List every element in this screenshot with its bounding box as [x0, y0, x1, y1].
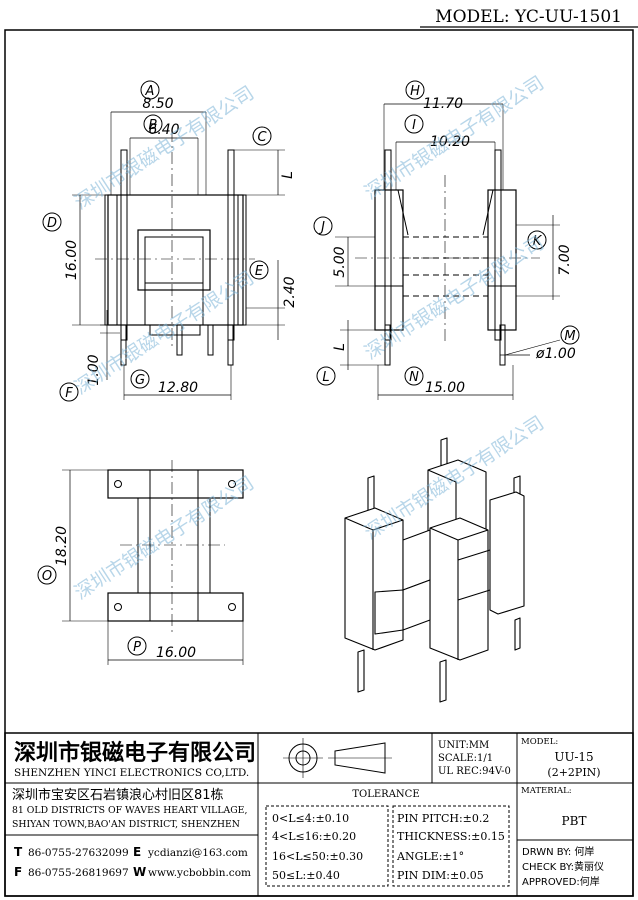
dim-a-value: 8.50	[142, 96, 173, 112]
tolerance-row-2: 4<L≤16:±0.20	[272, 830, 356, 843]
spec-pin-dim: PIN DIM:±0.05	[397, 869, 484, 882]
phone-label: T	[14, 845, 23, 859]
checked-by: CHECK BY:黄丽仪	[522, 860, 604, 873]
marker-i: I	[404, 114, 424, 134]
svg-text:E: E	[255, 264, 264, 279]
marker-c: C	[252, 126, 272, 146]
marker-j: J	[313, 216, 333, 236]
svg-text:I: I	[412, 118, 416, 133]
material-value: PBT	[562, 814, 587, 828]
tolerance-row-4: 50≤L:±0.40	[272, 869, 340, 882]
dim-j-value: 5.00	[332, 246, 348, 277]
marker-o: O	[37, 565, 57, 585]
phone-value: 86-0755-27632099	[28, 847, 129, 859]
marker-n: N	[404, 366, 424, 386]
dim-n-value: 15.00	[425, 380, 465, 396]
email-label: E	[133, 845, 141, 859]
svg-text:H: H	[410, 84, 420, 99]
title-block-text: 深圳市银磁电子有限公司 SHENZHEN YINCI ELECTRONICS C…	[12, 737, 604, 888]
marker-h: H	[405, 80, 425, 100]
drawn-by: DRWN BY: 何岸	[522, 845, 594, 858]
marker-k: K	[527, 230, 547, 250]
bottom-view-labels: 18.20 16.00 O P	[37, 526, 196, 661]
side-view	[335, 103, 561, 400]
svg-text:N: N	[409, 370, 419, 385]
marker-g: G	[130, 369, 150, 389]
material-label: MATERIAL:	[521, 786, 572, 796]
unit-label: UNIT:MM	[438, 740, 489, 751]
dim-c-value: L	[280, 171, 296, 179]
svg-text:B: B	[149, 118, 158, 133]
dim-p-value: 16.00	[156, 645, 196, 661]
isometric-view	[344, 437, 525, 703]
model-value: UU-15	[554, 750, 593, 764]
marker-p: P	[127, 636, 147, 656]
front-view-labels: 8.50 6.40 16.00 L 2.40 1.00 12.80 A B C …	[42, 80, 298, 402]
model-subtitle: (2+2PIN)	[547, 766, 600, 779]
dim-l-value: L	[332, 343, 348, 351]
address-en-line1: 81 OLD DISTRICTS OF WAVES HEART VILLAGE,	[12, 805, 247, 816]
email-value: ycdianzi@163.com	[147, 847, 248, 859]
svg-text:G: G	[135, 373, 145, 388]
marker-a: A	[140, 80, 160, 100]
svg-text:D: D	[47, 216, 57, 231]
dim-g-value: 12.80	[158, 380, 198, 396]
svg-text:L: L	[322, 370, 329, 385]
marker-l: L	[316, 366, 336, 386]
svg-text:F: F	[65, 386, 73, 401]
model-label: MODEL:	[521, 737, 558, 747]
marker-e: E	[249, 260, 269, 280]
ul-rec-label: UL REC:94V-0	[438, 766, 511, 777]
svg-text:K: K	[533, 234, 543, 249]
dim-f-value: 1.00	[86, 354, 102, 385]
spec-thickness: THICKNESS:±0.15	[397, 830, 505, 843]
tolerance-row-3: 16<L≤50:±0.30	[272, 850, 363, 863]
dim-d-value: 16.00	[64, 240, 80, 280]
svg-text:J: J	[318, 220, 325, 235]
watermark-text: 深圳市银磁电子有限公司	[361, 232, 548, 364]
company-name-en: SHENZHEN YINCI ELECTRONICS CO,LTD.	[14, 767, 249, 779]
svg-text:C: C	[257, 130, 267, 145]
web-value: www.ycbobbin.com	[148, 867, 251, 879]
marker-b: B	[143, 114, 163, 134]
front-view	[72, 111, 285, 400]
dim-e-value: 2.40	[282, 276, 298, 307]
dim-b-value: 6.40	[148, 122, 179, 138]
tolerance-row-1: 0<L≤4:±0.10	[272, 812, 349, 825]
web-label: W	[133, 865, 146, 879]
side-view-labels: 11.70 10.20 5.00 7.00 L ø1.00 15.00 H I …	[313, 80, 580, 396]
fax-value: 86-0755-26819697	[28, 867, 129, 879]
approved-by: APPROVED:何岸	[522, 875, 600, 888]
title-block	[4, 732, 634, 897]
fax-label: F	[14, 865, 22, 879]
spec-pin-pitch: PIN PITCH:±0.2	[397, 812, 489, 825]
dim-m-value: ø1.00	[535, 346, 576, 362]
dim-o-value: 18.20	[54, 526, 70, 566]
dim-k-value: 7.00	[557, 244, 573, 275]
watermark-text: 深圳市银磁电子有限公司	[71, 472, 258, 604]
svg-text:M: M	[564, 329, 575, 344]
tolerance-title: TOLERANCE	[352, 789, 419, 800]
address-en-line2: SHIYAN TOWN,BAO'AN DISTRICT, SHENZHEN	[12, 819, 240, 830]
marker-d: D	[42, 212, 62, 232]
model-header: MODEL: YC-UU-1501	[435, 7, 622, 27]
address-cn: 深圳市宝安区石岩镇浪心村旧区81栋	[12, 787, 224, 803]
company-name-cn: 深圳市银磁电子有限公司	[14, 740, 256, 766]
svg-text:A: A	[145, 84, 155, 99]
marker-f: F	[59, 382, 79, 402]
spec-angle: ANGLE:±1°	[396, 850, 464, 863]
svg-text:P: P	[133, 640, 141, 655]
dim-h-value: 11.70	[423, 96, 463, 112]
bottom-view	[62, 460, 244, 665]
svg-text:O: O	[42, 569, 52, 584]
watermark-text: 深圳市银磁电子有限公司	[361, 72, 548, 204]
marker-m: M	[560, 325, 580, 345]
scale-label: SCALE:1/1	[438, 753, 493, 764]
dim-i-value: 10.20	[430, 134, 470, 150]
